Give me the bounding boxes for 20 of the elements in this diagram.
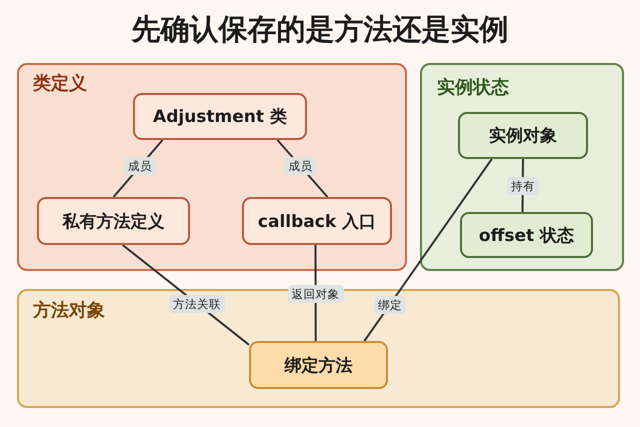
process-box: callback 入口: [242, 197, 392, 245]
diagram-title: 先确认保存的是方法还是实例: [130, 11, 510, 48]
process-box: 绑定方法: [249, 341, 388, 389]
edge-label: 成员: [284, 157, 316, 176]
group-panel: [17, 63, 407, 271]
connector-line: [364, 158, 493, 342]
process-box: offset 状态: [460, 212, 593, 258]
edge-label: 返回对象: [288, 284, 344, 303]
group-title: 方法对象: [33, 300, 105, 322]
group-title: 类定义: [33, 73, 87, 95]
process-box: Adjustment 类: [133, 93, 307, 140]
group-panel: [420, 63, 624, 271]
group-panel: [17, 289, 620, 408]
process-box: 实例对象: [458, 112, 588, 159]
process-box: 私有方法定义: [37, 197, 190, 245]
edge-label: 持有: [506, 177, 539, 196]
group-title: 实例状态: [437, 77, 509, 99]
edge-label: 成员: [124, 157, 156, 176]
edge-label: 方法关联: [169, 294, 226, 313]
edge-label: 绑定: [374, 296, 406, 314]
